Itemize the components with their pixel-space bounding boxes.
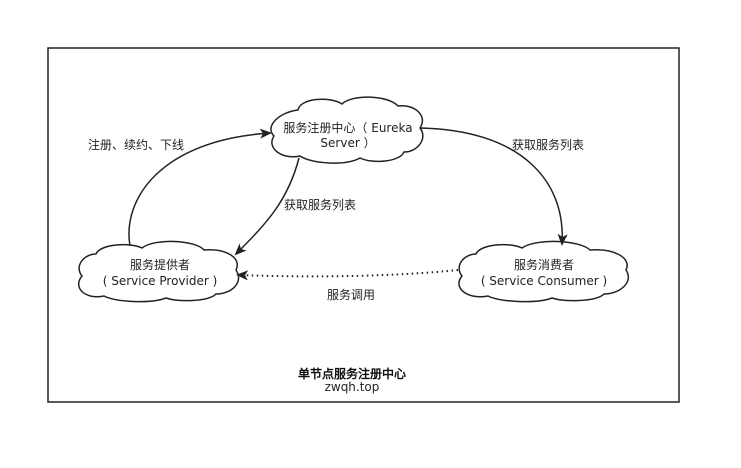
- registry-node: 服务注册中心（ Eureka Server ）: [270, 96, 424, 164]
- fetch-middle-edge: [234, 157, 300, 256]
- fetch-middle-edge-label: 获取服务列表: [284, 197, 356, 212]
- consumer-node: 服务消费者 ( Service Consumer ): [458, 240, 629, 303]
- consumer-label-line1: 服务消费者: [514, 257, 574, 272]
- invoke-edge-label: 服务调用: [327, 287, 375, 302]
- provider-cloud-shape: [77, 240, 240, 303]
- fetch-right-edge-label: 获取服务列表: [512, 137, 584, 152]
- registry-cloud-shape: [270, 96, 424, 164]
- consumer-label-line2: ( Service Consumer ): [481, 274, 607, 288]
- register-edge: [128, 128, 272, 247]
- provider-node: 服务提供者 ( Service Provider ): [77, 240, 240, 303]
- provider-label-line1: 服务提供者: [130, 257, 190, 272]
- register-edge-label: 注册、续约、下线: [88, 137, 184, 152]
- site-label: zwqh.top: [325, 380, 380, 394]
- provider-label-line2: ( Service Provider ): [103, 274, 218, 288]
- fetch-right-edge: [419, 127, 568, 246]
- registry-label-line2: Server ）: [320, 136, 375, 150]
- consumer-cloud-shape: [458, 240, 629, 303]
- registry-label-line1: 服务注册中心（ Eureka: [283, 120, 412, 135]
- invoke-edge: [236, 269, 459, 281]
- diagram-title: 单节点服务注册中心: [298, 366, 406, 381]
